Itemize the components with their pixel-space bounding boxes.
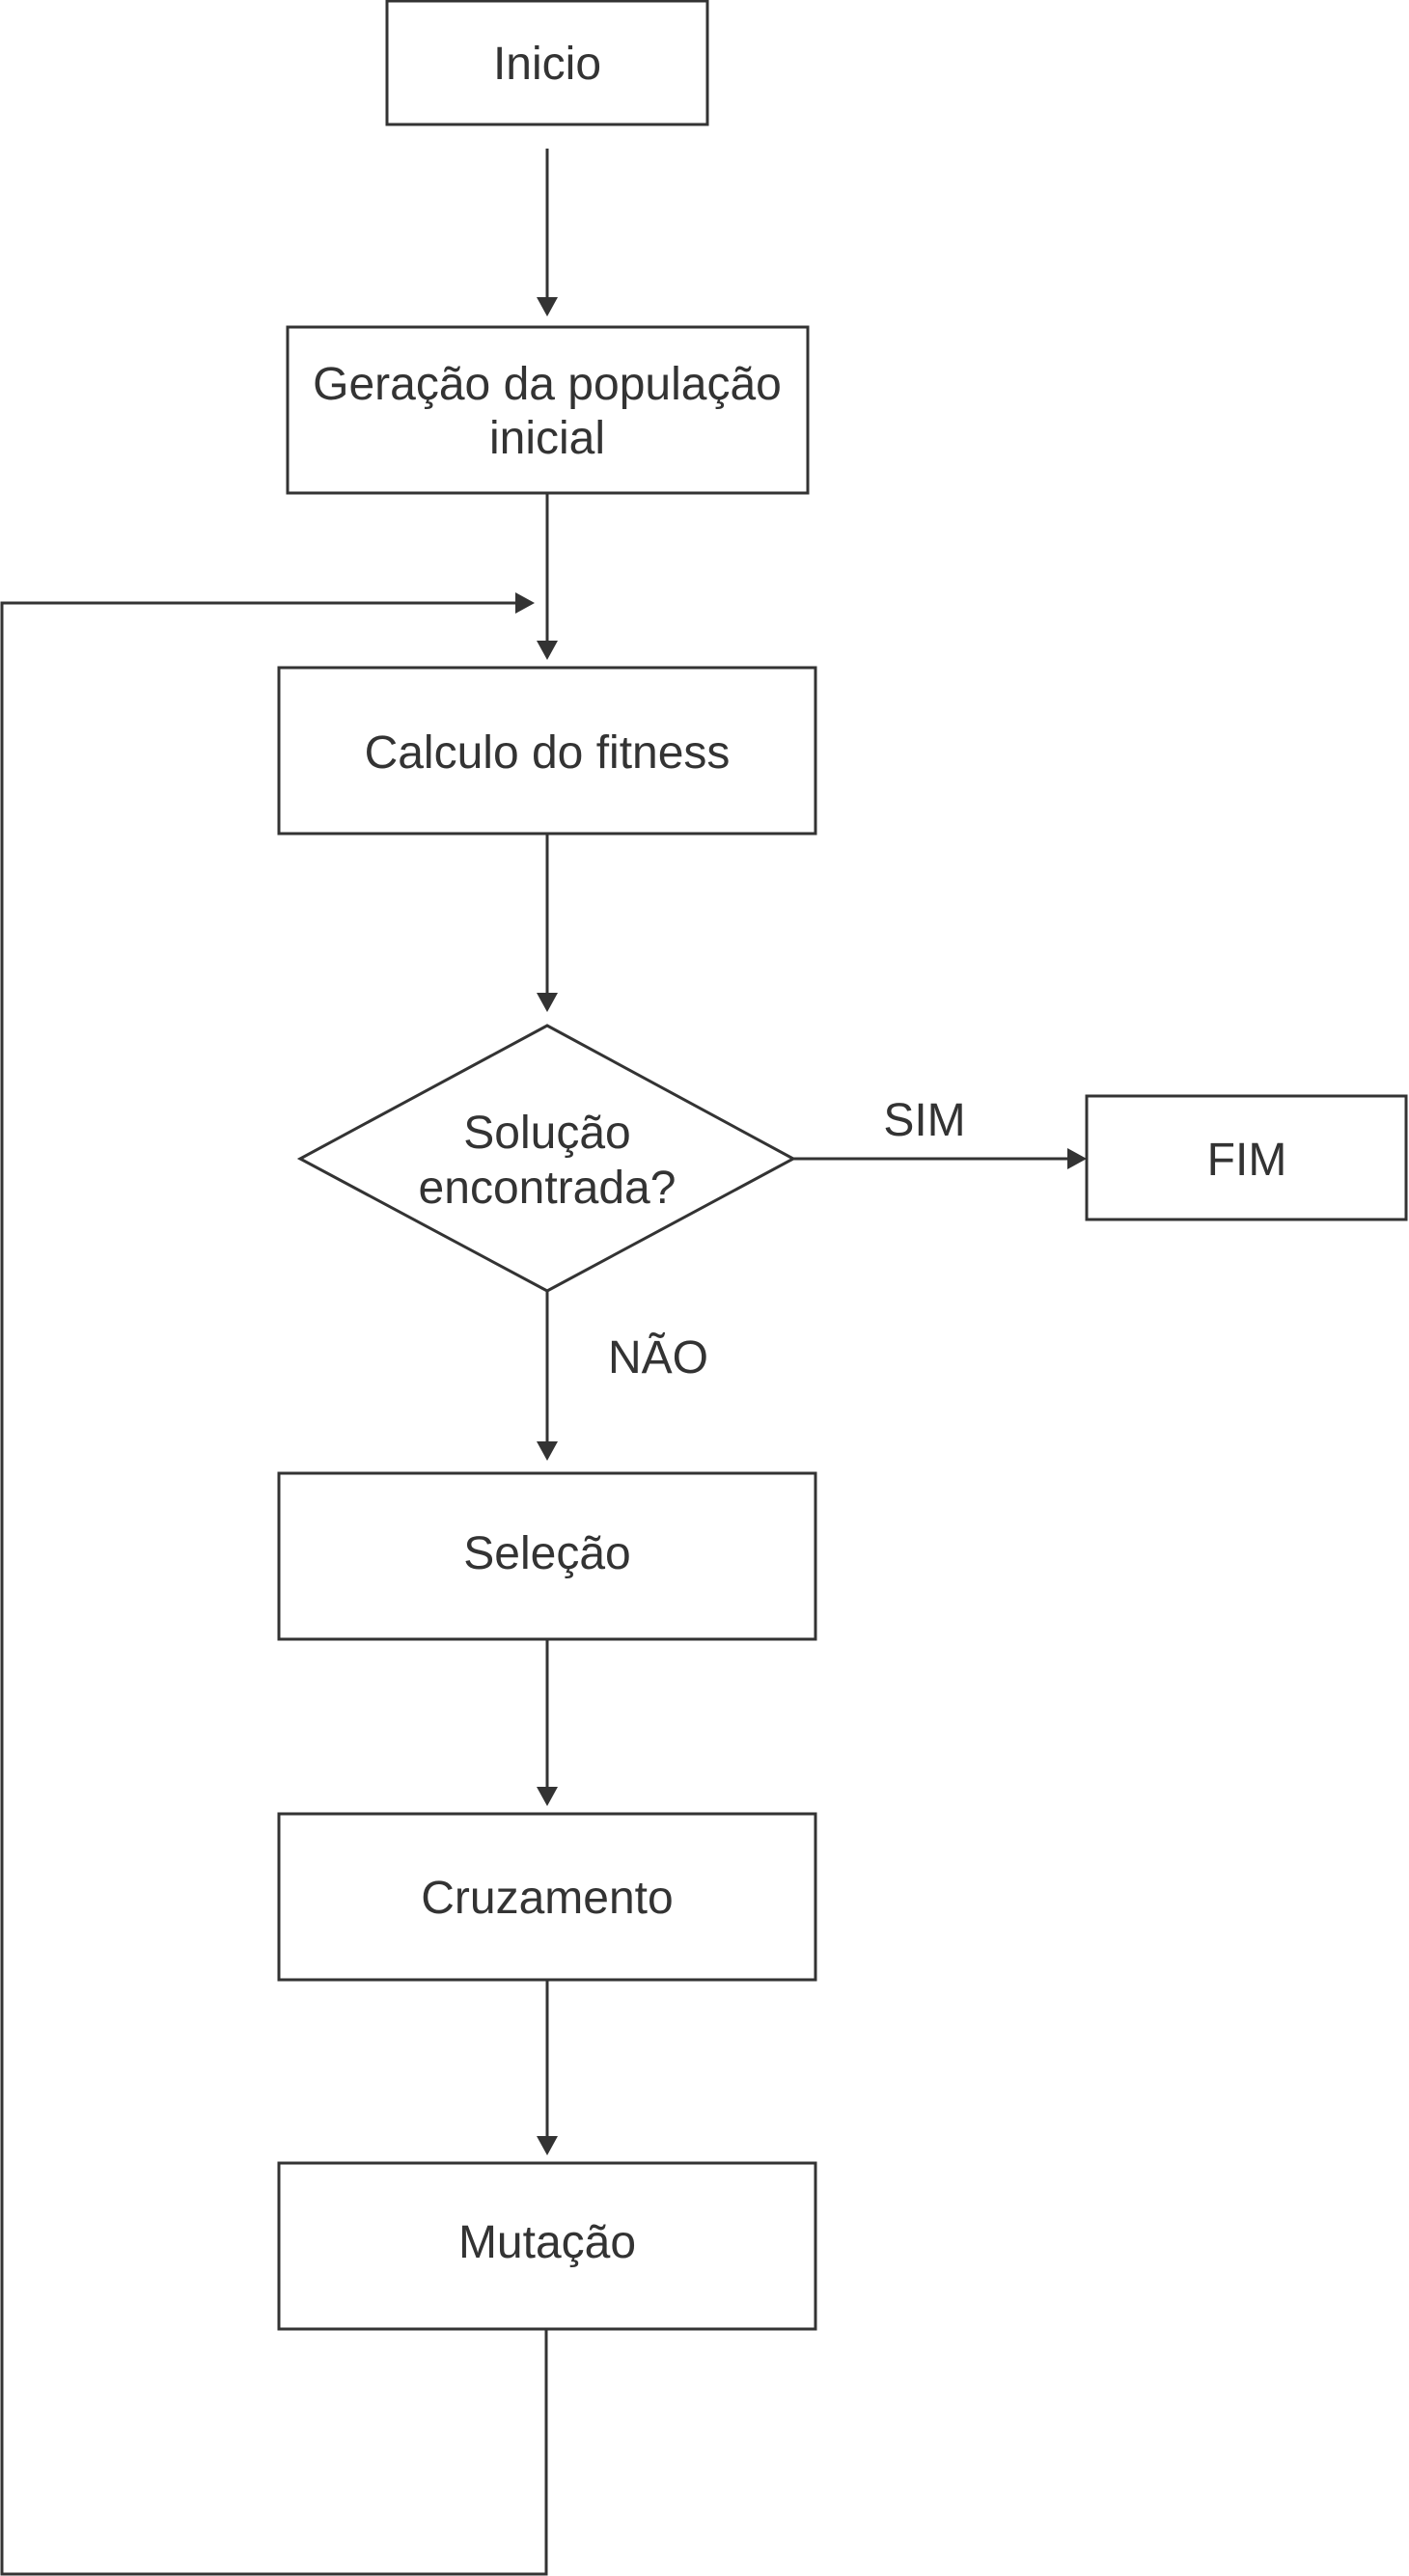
node-crossover: Cruzamento [277, 1812, 817, 1982]
node-crossover-label: Cruzamento [421, 1873, 673, 1924]
node-start-label: Inicio [493, 39, 601, 90]
arrowhead-icon [515, 592, 535, 614]
node-fitness: Calculo do fitness [277, 666, 817, 836]
node-end-label: FIM [1207, 1135, 1287, 1186]
edge-loop-back [0, 601, 548, 2576]
node-selection: Seleção [277, 1471, 817, 1641]
edge-label-yes: SIM [883, 1095, 965, 1146]
arrowhead-icon [1067, 1148, 1087, 1169]
edge-label-no: NÃO [608, 1331, 708, 1384]
arrowhead-icon [537, 993, 558, 1012]
node-decision-label-line1: Solução [463, 1108, 630, 1159]
node-init-population-label-line1: Geração da população [313, 359, 782, 410]
arrowhead-icon [537, 1441, 558, 1461]
arrowhead-icon [537, 1787, 558, 1806]
node-init-population: Geração da população inicial [286, 325, 810, 495]
node-selection-label: Seleção [463, 1528, 630, 1579]
node-mutation-label: Mutação [458, 2217, 636, 2268]
node-init-population-label-line2: inicial [489, 413, 605, 464]
node-mutation: Mutação [277, 2161, 817, 2331]
node-end: FIM [1085, 1094, 1408, 1221]
arrowhead-icon [537, 2136, 558, 2155]
node-decision-label-line2: encontrada? [419, 1163, 677, 1214]
node-decision: Solução encontrada? [296, 1024, 797, 1293]
arrowhead-icon [537, 641, 558, 660]
node-start: Inicio [385, 0, 709, 126]
edges [0, 149, 1087, 2576]
node-fitness-label: Calculo do fitness [365, 727, 731, 779]
arrowhead-icon [537, 297, 558, 316]
